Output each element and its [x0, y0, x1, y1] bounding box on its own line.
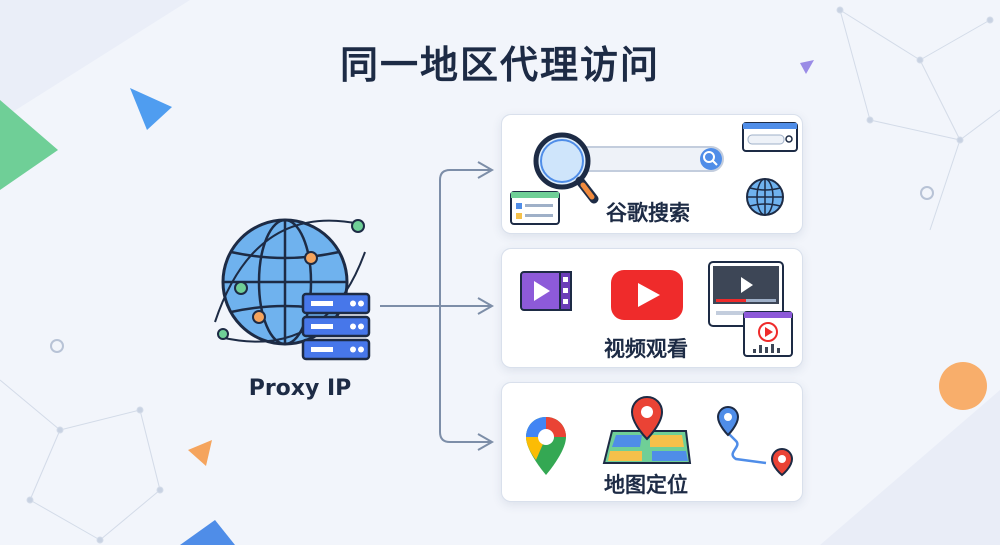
green-triangle-decoration: [0, 100, 58, 190]
card-video-watching[interactable]: 视频观看: [501, 248, 803, 368]
orange-triangle-decoration: [188, 440, 212, 466]
card-google-search[interactable]: 谷歌搜索: [501, 114, 803, 234]
proxy-globe-server-icon: [214, 218, 371, 361]
video-player-icon: [708, 261, 784, 327]
browser-window-icon: [510, 191, 560, 225]
map-icon: [602, 395, 692, 464]
card-label-video-watching: 视频观看: [604, 337, 688, 361]
google-maps-pin-icon: [526, 417, 566, 475]
magnifier-search-bar-icon: [533, 132, 724, 204]
audio-video-icon: [743, 311, 793, 357]
route-icon: [716, 405, 794, 477]
proxy-ip-label: Proxy IP: [248, 376, 352, 401]
browser-search-icon: [742, 122, 798, 152]
globe-icon: [746, 178, 784, 216]
blue-triangle-bottom-decoration: [180, 520, 235, 545]
orange-circle-decoration: [939, 362, 987, 410]
card-label-google-search: 谷歌搜索: [606, 201, 690, 225]
blue-triangle-decoration: [130, 88, 172, 130]
video-file-icon: [520, 271, 572, 311]
page-title: 同一地区代理访问: [339, 43, 660, 87]
card-label-map-location: 地图定位: [604, 473, 688, 497]
card-map-location[interactable]: 地图定位: [501, 382, 803, 502]
youtube-icon: [611, 270, 683, 320]
purple-triangle-decoration: [800, 60, 814, 74]
